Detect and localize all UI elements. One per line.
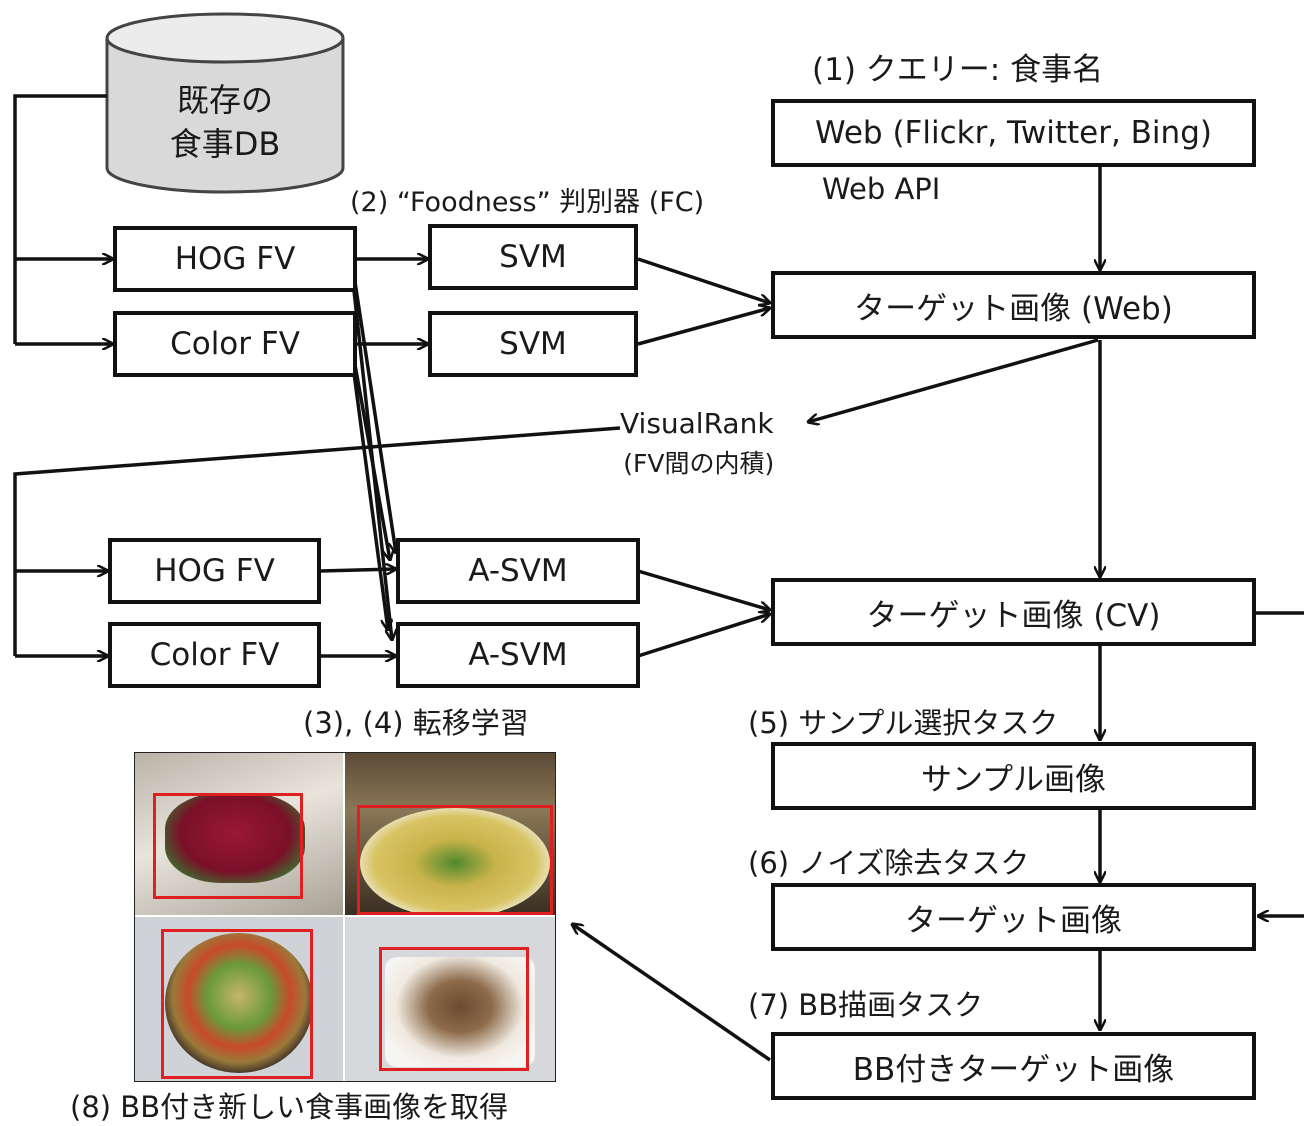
sample-selection-task-label: (5) サンプル選択タスク	[748, 706, 1059, 740]
soup-bowl-shape	[360, 808, 550, 915]
database-label: 既存の 食事DB	[130, 78, 320, 166]
bb-drawing-task-label: (7) BB描画タスク	[748, 988, 984, 1022]
noise-removal-task-label: (6) ノイズ除去タスク	[748, 846, 1030, 880]
rice-plate-shape	[385, 957, 535, 1067]
sashimi-dish-shape	[165, 793, 305, 883]
hog-fv-box-top: HOG FV	[113, 226, 357, 292]
svm-box-2: SVM	[428, 311, 638, 377]
bounding-box	[379, 947, 529, 1071]
arrow-svm1-to-target-web	[637, 257, 770, 303]
database-label-line1: 既存の	[176, 81, 273, 119]
arrow-to-visualrank	[808, 338, 1099, 422]
database-label-line2: 食事DB	[169, 125, 281, 163]
bounding-box	[357, 805, 553, 915]
svm-box-1: SVM	[428, 224, 638, 290]
result-caption: (8) BB付き新しい食事画像を取得	[70, 1090, 509, 1124]
asvm-box-2: A-SVM	[396, 622, 640, 688]
bb-target-image-box: BB付きターゲット画像	[771, 1032, 1256, 1100]
hog-fv-box-bottom: HOG FV	[108, 538, 321, 604]
foodness-classifier-label: (2) “Foodness” 判別器 (FC)	[350, 187, 705, 218]
arrow-to-result-photos	[572, 924, 771, 1062]
food-photo-chicken-rice	[345, 917, 555, 1081]
arrow-svm2-to-target-web	[637, 308, 770, 346]
web-sources-box: Web (Flickr, Twitter, Bing)	[771, 99, 1256, 167]
target-image-cv-box: ターゲット画像 (CV)	[771, 578, 1256, 646]
visualrank-label-line1: VisualRank	[620, 407, 774, 440]
bounding-box	[153, 793, 303, 899]
arrow-transfer-3	[350, 347, 390, 560]
visualrank-feed-line	[13, 426, 621, 656]
arrow-transfer-4	[350, 357, 388, 630]
result-photo-grid	[134, 752, 556, 1082]
color-fv-box-bottom: Color FV	[108, 622, 321, 688]
transfer-learning-label: (3), (4) 転移学習	[303, 706, 529, 740]
color-fv-box-top: Color FV	[113, 311, 357, 377]
database-cylinder	[105, 12, 345, 194]
query-label: (1) クエリー: 食事名	[812, 52, 1104, 88]
visualrank-label: VisualRank (FV間の内積)	[620, 404, 778, 484]
target-image-box: ターゲット画像	[771, 883, 1256, 951]
food-photo-curry-soup	[345, 753, 555, 915]
web-api-label: Web API	[822, 172, 941, 206]
visualrank-label-line2: (FV間の内積)	[623, 449, 775, 478]
arrow-transfer-1	[350, 261, 396, 553]
salad-plate-shape	[165, 933, 313, 1073]
sample-image-box: サンプル画像	[771, 742, 1256, 810]
asvm-box-1: A-SVM	[396, 538, 640, 604]
arrow-asvm1-to-cv	[637, 569, 770, 610]
arrow-asvm2-to-cv	[637, 614, 770, 658]
db-feed-line	[13, 94, 107, 344]
bounding-box	[161, 929, 313, 1079]
food-photo-sashimi	[135, 753, 343, 915]
target-image-web-box: ターゲット画像 (Web)	[771, 271, 1256, 339]
food-photo-papaya-salad	[135, 917, 343, 1081]
